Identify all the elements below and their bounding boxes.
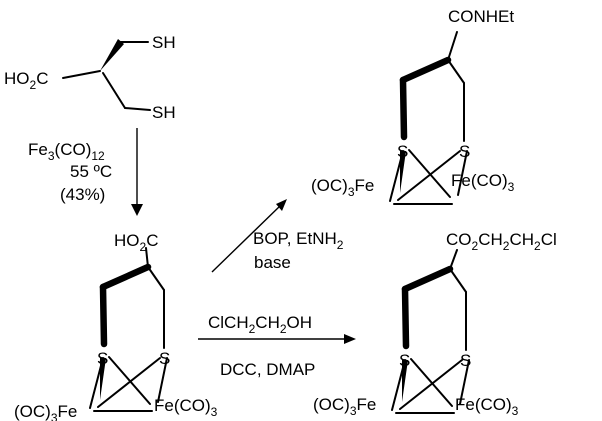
- complex-ester: CO2CH2CH2Cl S S (OC)3Fe Fe(CO)3: [313, 230, 557, 418]
- iron-carbonyl-left: (OC)3Fe: [313, 395, 376, 418]
- step1-reagent: Fe3(CO)12: [28, 140, 105, 163]
- amide-reagent: BOP, EtNH2: [253, 229, 344, 252]
- iron-carbonyl-left: (OC)3Fe: [311, 176, 374, 199]
- thiol-label-top: SH: [152, 33, 176, 52]
- step1-temperature: 55 ºC: [70, 162, 112, 181]
- ester-substituent-label: CO2CH2CH2Cl: [446, 230, 557, 253]
- iron-carbonyl-right: Fe(CO)3: [455, 395, 519, 418]
- iron-carbonyl-right: Fe(CO)3: [451, 171, 515, 194]
- iron-carbonyl-left: (OC)3Fe: [14, 402, 77, 421]
- complex-acid: HO2C S S (OC)3Fe Fe(CO)3: [14, 231, 218, 421]
- acid-label: HO2C: [4, 69, 48, 92]
- starting-material: SH SH HO2C: [4, 33, 176, 122]
- complex-amide: CONHEt S S (OC)3Fe Fe(CO)3: [311, 7, 515, 204]
- step1-arrow: [131, 128, 143, 216]
- sulfur-label-right: S: [459, 142, 470, 161]
- ester-arrow: [198, 334, 356, 344]
- sulfur-label-left: S: [399, 351, 410, 370]
- sulfur-label-right: S: [159, 349, 170, 368]
- iron-carbonyl-right: Fe(CO)3: [154, 396, 218, 419]
- thiol-label-bottom: SH: [152, 103, 176, 122]
- sulfur-label-left: S: [97, 349, 108, 368]
- amide-arrow: [211, 199, 287, 273]
- sulfur-label-right: S: [460, 351, 471, 370]
- acid-substituent-label: HO2C: [114, 231, 158, 254]
- ester-reagent-top: ClCH2CH2OH: [208, 313, 312, 336]
- amide-substituent-label: CONHEt: [448, 7, 514, 26]
- ester-reagent-bottom: DCC, DMAP: [220, 360, 315, 379]
- step1-yield: (43%): [60, 185, 105, 204]
- amide-base: base: [254, 253, 291, 272]
- sulfur-label-left: S: [397, 142, 408, 161]
